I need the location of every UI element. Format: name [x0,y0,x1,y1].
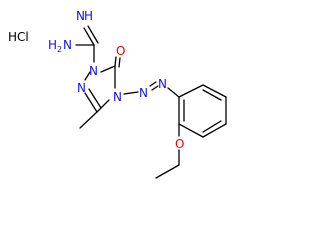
ring-n1-label: N [89,64,98,78]
bond-n1-c5 [100,65,116,73]
bond-n4-c3 [96,99,110,113]
atom-labels: HCl N H H 2 N N N N O N N O [8,9,184,151]
molecule-structure-diagram: HCl N H H 2 N N N N O N N O [8,9,227,179]
bond-ar-2-3-inner [202,89,222,101]
bond-ar-1-2 [178,84,204,98]
bond-azo-aryl [167,87,180,98]
amine-h2-subscript: 2 [57,45,62,54]
carbonyl-o-label: O [116,44,125,58]
imine-h-label: H [84,9,93,23]
bond-c-nh-double-b [83,27,95,46]
ether-o-label: O [175,137,184,151]
ring-n2-label: N [77,81,86,95]
bond-ch2-ch3 [155,164,180,179]
amine-h2-label: H [48,38,57,52]
bond-n4-azo [123,91,139,95]
ring-n4-label: N [113,90,122,104]
bond-c5-o-double-a [114,56,117,67]
bond-ar-2-3 [202,84,227,98]
bond-azo-double-a [149,81,157,87]
imine-n-label: N [76,9,85,23]
bond-c3-n2-double-a [84,92,98,113]
bond-c-nh-double-a [87,25,99,44]
bond-ar-4-5 [202,123,227,138]
bonds [75,25,227,179]
bond-c5-o-double-b [118,57,121,68]
bond-ar-4-5-inner [202,120,222,133]
bond-ar-5-6 [178,123,204,138]
bond-c3-n2-double-b [88,88,102,109]
bond-c3-methyl [79,111,98,129]
hcl-label: HCl [8,30,29,44]
bond-azo-double-b [151,85,159,91]
azo-n2-label: N [158,77,167,91]
azo-n1-label: N [139,86,148,100]
bond-n2-n1 [84,71,91,81]
amine-n-label: N [63,38,72,52]
